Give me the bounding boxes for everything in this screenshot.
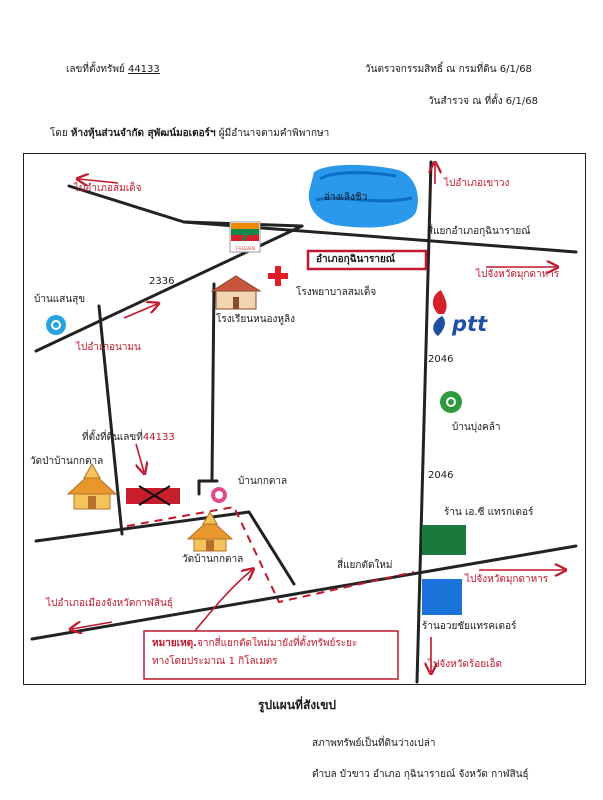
arrow-to-somdet [79,179,119,183]
owner-name: ห้างหุ้นส่วนจำกัด สุพัฒน์มอเตอร์ฯ [70,128,216,139]
label-kuchinarai-junction: สี่แยกอำเภอกุฉินารายณ์ [427,226,531,237]
note-line-1: หมายเหตุ.จากสี่แยกตัดใหม่มายังที่ตั้งทรั… [152,638,357,650]
sketch-map: 7 7-ELEVEN ptt [23,153,586,685]
note-box [143,630,399,680]
bungkhla-circle-icon [440,391,462,413]
label-to-namon: ไปอำเภอนามน [76,342,141,353]
label-parcel: ที่ตั้งที่ดินเลขที่44133 [82,432,175,444]
asset-label: เลขที่ตั้งทรัพย์ [66,64,125,75]
asset-number-line: เลขที่ตั้งทรัพย์ 44133 [66,64,160,76]
direction-arrows [72,164,564,672]
map-caption: รูปแผนที่สังเขป [258,698,337,712]
label-uaychai-tractor: ร้านอวยชัยแทรคเตอร์ [422,621,517,632]
road-lower-main [30,544,578,641]
arrow-to-namon [123,304,157,319]
route-to-parcel [126,505,415,604]
road-2046-main [415,160,433,684]
school-icon [210,275,262,310]
road-middle-vertical [210,282,216,481]
district-office-box [306,249,428,271]
label-road-2336: 2336 [149,276,175,287]
inspection-date: วันตรวจกรรมสิทธิ์ ณ กรมที่ดิน 6/1/68 [365,64,532,75]
svg-text:7: 7 [239,226,250,245]
seven-eleven-logo: 7 7-ELEVEN [229,221,261,253]
subdistrict-prefix: ตำบล [312,769,337,780]
koktan-pin-icon [211,487,227,503]
label-ec-tractor: ร้าน เอ.ซี แทรกเตอร์ [444,507,534,518]
label-to-mukdahan-1: ไปจังหวัดมุกดาหาร [476,269,560,280]
hospital-cross-icon [268,266,288,286]
label-road-2046-b: 2046 [428,470,454,481]
owner-prefix: โดย [50,128,68,139]
label-wat-pa: วัดป่าบ้านกกตาล [30,456,104,467]
label-to-mukdahan-2: ไปจังหวัดมุกดาหาร [465,574,549,585]
road-saensuk-branch [97,304,124,536]
label-ban-koktan: บ้านกกตาล [238,476,288,487]
label-wat-koktan: วัดบ้านกกตาล [182,554,244,565]
svg-text:ptt: ptt [451,312,488,336]
wat-pa-temple-icon [66,462,118,510]
label-to-somdet: ไปอำเภอสมเด็จ [74,183,142,194]
subdistrict: บัวขาว [339,769,370,780]
label-district-office: อำเภอกุฉินารายณ์ [316,254,396,265]
ec-tractor-shop [422,525,466,555]
district-prefix: อำเภอ [373,769,401,780]
arrow-note-pointer [193,570,252,633]
label-to-khaowong: ไปอำเภอเขาวง [444,178,510,189]
label-new-junction: สี่แยกตัดใหม่ [337,560,393,571]
label-to-kalasin: ไปอำเภอเมืองจังหวัดกาฬสินธุ์ [46,598,173,609]
saensuk-circle-icon [46,315,66,335]
asset-number: 44133 [127,64,160,75]
province-prefix: จังหวัด [458,769,488,780]
province: กาฬสินธุ์ [491,769,529,780]
parcel-prefix: ที่ตั้งที่ดินเลขที่ [82,432,143,443]
svg-text:7-ELEVEN: 7-ELEVEN [235,246,255,251]
reservoir-blob [308,164,418,228]
arrow-parcel-pointer [136,443,144,472]
note-line-2: ทางโดยประมาณ 1 กิโลเมตร [152,656,278,667]
ptt-logo: ptt [432,290,488,336]
label-school: โรงเรียนหนองหูลิง [216,314,296,325]
parcel-number: 44133 [142,432,175,443]
owner-line: โดย ห้างหุ้นส่วนจำกัด สุพัฒน์มอเตอร์ฯ ผู… [50,128,329,140]
map-drawing: 7 7-ELEVEN ptt [30,160,578,684]
road-2336-to-namon [34,224,304,353]
location-line: ตำบล บัวขาว อำเภอ กุฉินารายณ์ จังหวัด กา… [312,769,529,781]
road-lower-branch [247,510,296,586]
label-ban-bungkhla: บ้านบุ่งคล้า [452,422,501,433]
arrow-to-kalasin [72,622,113,629]
note-text-1: จากสี่แยกตัดใหม่มายังที่ตั้งทรัพย์ระยะ [196,638,358,649]
wat-koktan-temple-icon [186,511,234,552]
road-wat-koktan [34,510,251,543]
label-hospital: โรงพยาบาลสมเด็จ [296,287,377,298]
survey-date: วันสำรวจ ณ ที่ตั้ง 6/1/68 [428,96,538,107]
uaychai-tractor-shop [422,579,462,615]
label-reservoir: อ่างเลิงชิว [324,192,368,203]
owner-suffix: ผู้มีอำนาจตามคำพิพากษา [218,128,330,139]
label-ban-saensuk: บ้านแสนสุข [34,294,86,305]
road-somdet [67,184,186,224]
label-road-2046-a: 2046 [428,354,454,365]
district: กุฉินารายณ์ [403,769,456,780]
parcel-box [126,485,180,506]
label-to-roiet: ไปจังหวัดร้อยเอ็ด [428,659,502,670]
property-status: สภาพทรัพย์เป็นที่ดินว่างเปล่า [312,738,436,749]
note-prefix: หมายเหตุ. [152,638,197,649]
